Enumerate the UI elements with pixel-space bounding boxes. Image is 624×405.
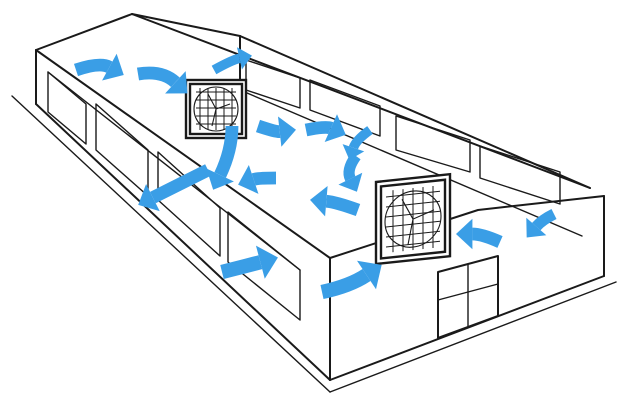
airflow-arrow-icon <box>220 255 263 279</box>
airflow-arrow-icon <box>472 227 503 248</box>
airflow-arrow-head <box>456 218 473 250</box>
airflow-arrow-head <box>206 168 234 190</box>
airflow-arrow-head <box>102 53 124 81</box>
front-windows <box>47 71 301 321</box>
airflow-arrow-head <box>165 71 188 94</box>
airflow-arrow-head <box>357 260 382 290</box>
exhaust-fan-icon <box>184 78 248 140</box>
airflow-arrow-icon <box>304 121 334 137</box>
airflow-arrow-icon <box>532 208 557 231</box>
airflow-arrow-icon <box>150 164 211 204</box>
airflow-arrows <box>73 47 557 300</box>
airflow-arrow-icon <box>320 268 371 300</box>
airflow-arrow-icon <box>348 126 373 150</box>
airflow-arrow-head <box>324 114 346 143</box>
airflow-arrow-head <box>338 172 363 192</box>
airflow-arrow-icon <box>214 125 239 178</box>
airflow-arrow-head <box>138 183 160 212</box>
airflow-arrow-icon <box>343 152 361 182</box>
airflow-arrow-head <box>238 165 259 194</box>
airflow-arrow-head <box>236 47 252 70</box>
airflow-arrow-icon <box>73 58 113 77</box>
airflow-arrow-icon <box>325 194 361 217</box>
airflow-arrow-icon <box>136 66 180 88</box>
airflow-arrow-head <box>526 217 547 238</box>
airflow-arrow-head <box>342 144 365 160</box>
airflow-arrow-head <box>255 245 278 279</box>
interior-baseline <box>239 89 583 237</box>
airflow-arrow-icon <box>211 53 241 75</box>
exhaust-fan-icon <box>374 172 452 266</box>
airflow-arrow-icon <box>255 119 281 138</box>
ground-lines <box>11 95 617 393</box>
airflow-arrow-head <box>278 116 296 147</box>
airflow-arrow-head <box>310 186 328 217</box>
door-icon <box>437 255 499 339</box>
airflow-arrow-icon <box>251 171 277 186</box>
